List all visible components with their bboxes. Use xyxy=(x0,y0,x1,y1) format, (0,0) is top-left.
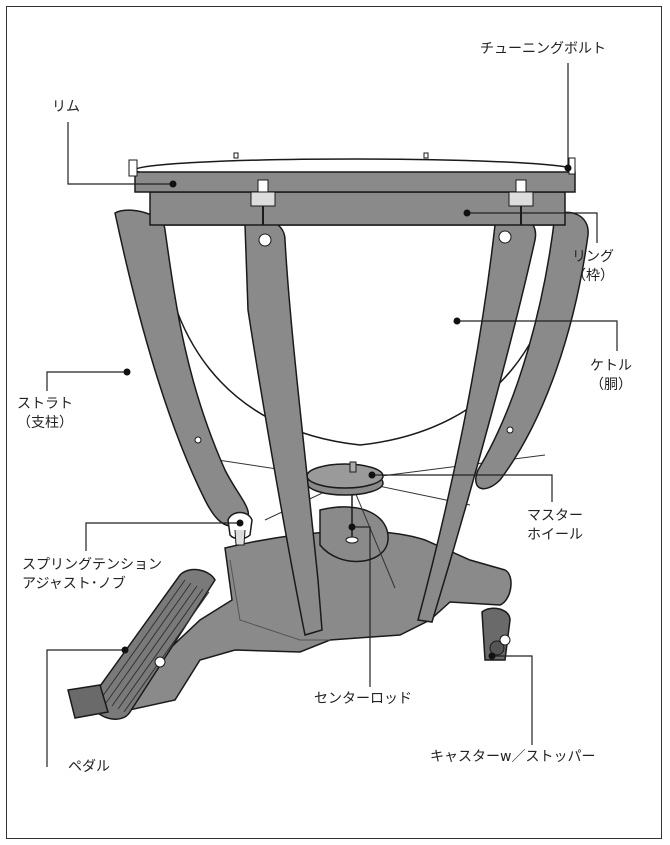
leader-dots xyxy=(121,164,572,660)
label-master-wheel: マスター ホイール xyxy=(527,507,583,545)
label-ring: リング （枠） xyxy=(572,248,614,286)
label-pedal: ペダル xyxy=(68,759,110,775)
leader-lines xyxy=(46,63,618,767)
tuning-bolts xyxy=(128,152,576,225)
label-spring-knob: スプリングテンション アジャスト･ノブ xyxy=(22,556,162,594)
label-tuning-bolt: チューニングボルト xyxy=(480,41,606,57)
label-center-rod: センターロッド xyxy=(314,691,412,707)
label-strut-line2: （支柱） xyxy=(17,415,73,431)
label-kettle: ケトル （胴） xyxy=(590,357,632,395)
label-master-wheel-line1: マスター xyxy=(527,508,583,524)
label-ring-line2: （枠） xyxy=(572,268,614,284)
label-strut-line1: ストラト xyxy=(17,396,73,412)
struts xyxy=(114,209,589,636)
pedal xyxy=(67,568,216,720)
rim xyxy=(134,158,576,193)
spring-tension-knob xyxy=(227,511,253,546)
master-wheel xyxy=(306,461,384,496)
ring xyxy=(149,191,566,226)
label-kettle-line1: ケトル xyxy=(590,358,632,374)
label-kettle-line2: （胴） xyxy=(590,377,632,393)
label-spring-knob-line1: スプリングテンション xyxy=(22,557,162,573)
label-rim: リム xyxy=(52,99,80,115)
diagram-frame xyxy=(6,6,662,839)
label-caster: キャスターw／ストッパー xyxy=(430,749,596,765)
label-ring-line1: リング xyxy=(572,249,614,265)
caster xyxy=(481,607,511,661)
label-strut: ストラト （支柱） xyxy=(17,395,73,433)
label-master-wheel-line2: ホイール xyxy=(527,527,583,543)
label-spring-knob-line2: アジャスト･ノブ xyxy=(22,576,126,592)
